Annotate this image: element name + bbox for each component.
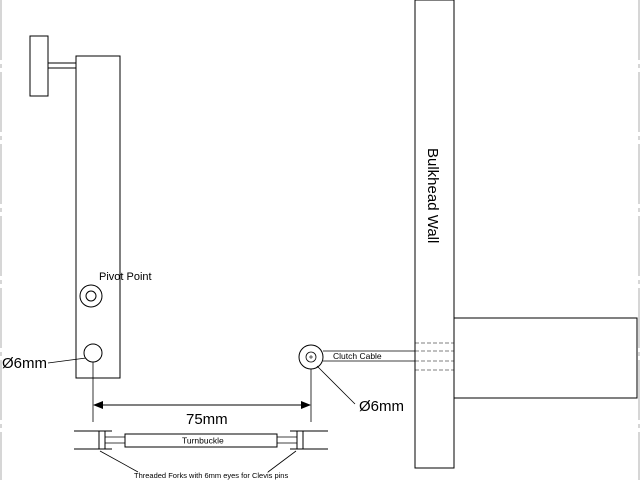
lever-hole-leader xyxy=(47,357,87,364)
forks-leader-left xyxy=(99,450,139,473)
clutch-cable-label: Clutch Cable xyxy=(333,351,382,361)
bulkhead-wall-label: Bulkhead Wall xyxy=(424,148,441,243)
dimension-label: 75mm xyxy=(186,411,228,428)
turnbuckle-assembly: Turnbuckle xyxy=(74,430,328,450)
pivot-inner-circle xyxy=(85,290,97,302)
pedal-mount-block xyxy=(29,35,49,97)
bulkhead-wall xyxy=(414,0,455,469)
pivot-point-label: Pivot Point xyxy=(99,271,152,283)
master-cylinder-body xyxy=(453,317,638,399)
hole-left-label: Ø6mm xyxy=(2,355,47,372)
turnbuckle-body xyxy=(124,433,278,448)
turnbuckle-label: Turnbuckle xyxy=(182,436,224,446)
lever-hole xyxy=(83,343,103,363)
pedal-lever-arm xyxy=(75,55,121,379)
cable-hole-leader xyxy=(316,365,356,405)
hole-right-label: Ø6mm xyxy=(359,398,404,415)
forks-note-label: Threaded Forks with 6mm eyes for Clevis … xyxy=(134,471,288,480)
forks-leader-right xyxy=(267,450,297,473)
